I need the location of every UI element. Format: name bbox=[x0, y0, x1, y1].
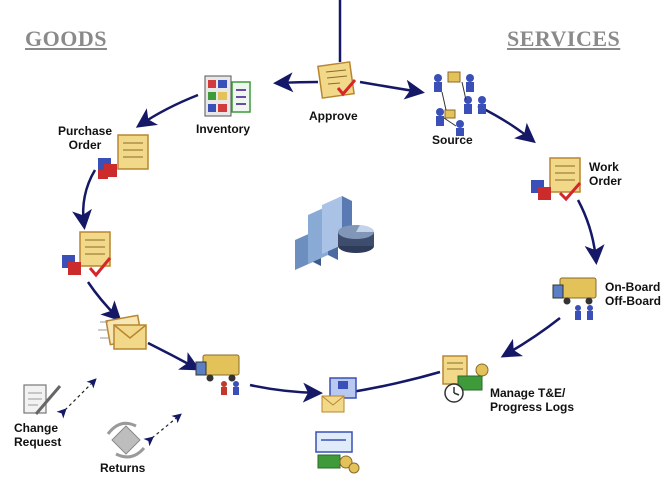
source-people-icon bbox=[434, 71, 486, 136]
purchase-order-label: Purchase Order bbox=[58, 124, 112, 152]
onboard-label-line1: On-Board bbox=[605, 280, 661, 294]
change-request-dashed-arrow bbox=[56, 378, 97, 419]
work-order-label-line2: Order bbox=[589, 174, 622, 188]
onboard-truck-icon bbox=[552, 277, 597, 320]
arrow-source-workorder bbox=[477, 104, 536, 144]
onboard-label: On-Board Off-Board bbox=[605, 280, 661, 308]
arrow-po-receipt bbox=[72, 169, 97, 230]
approve-label: Approve bbox=[309, 109, 358, 123]
purchase-order-label-line2: Order bbox=[68, 138, 102, 152]
arrow-onboard-manage bbox=[500, 317, 561, 358]
returns-icon bbox=[106, 421, 146, 459]
arrow-approve-inventory bbox=[273, 72, 319, 93]
analytics-center-icon bbox=[295, 196, 375, 270]
arrow-workorder-onboard bbox=[576, 199, 605, 265]
change-request-label: Change Request bbox=[14, 421, 61, 449]
arrow-receipt-invoice bbox=[86, 281, 122, 322]
change-request-label-line1: Change bbox=[14, 421, 59, 435]
inventory-icon bbox=[204, 75, 251, 117]
purchase-order-icon bbox=[98, 134, 149, 179]
arrow-payment-manage bbox=[345, 370, 441, 395]
arrow-truck-payment bbox=[249, 382, 323, 403]
arrow-approve-source bbox=[359, 79, 425, 100]
services-header: SERVICES bbox=[507, 26, 621, 51]
manage-label: Manage T&E/ Progress Logs bbox=[490, 386, 574, 414]
inventory-label: Inventory bbox=[196, 122, 251, 136]
work-order-icon bbox=[531, 157, 582, 202]
payment-icon bbox=[315, 377, 360, 474]
returns-label: Returns bbox=[100, 461, 146, 475]
manage-label-line1: Manage T&E/ bbox=[490, 386, 566, 400]
change-request-icon bbox=[23, 384, 62, 415]
returns-dashed-arrow bbox=[143, 413, 182, 447]
work-order-label-line1: Work bbox=[589, 160, 619, 174]
change-request-label-line2: Request bbox=[14, 435, 62, 449]
goods-header: GOODS bbox=[25, 26, 107, 51]
onboard-label-line2: Off-Board bbox=[605, 294, 661, 308]
approve-document-icon bbox=[317, 61, 357, 99]
manage-timesheet-icon bbox=[442, 355, 489, 403]
source-label: Source bbox=[432, 133, 473, 147]
invoice-mail-icon bbox=[98, 314, 147, 350]
work-order-label: Work Order bbox=[589, 160, 622, 188]
arrow-inventory-po bbox=[135, 93, 199, 128]
purchase-order-label-line1: Purchase bbox=[58, 124, 113, 138]
delivery-truck-icon bbox=[195, 354, 240, 395]
manage-label-line2: Progress Logs bbox=[490, 400, 575, 414]
arrow-invoice-truck bbox=[147, 341, 201, 371]
goods-receipt-icon bbox=[62, 231, 112, 278]
